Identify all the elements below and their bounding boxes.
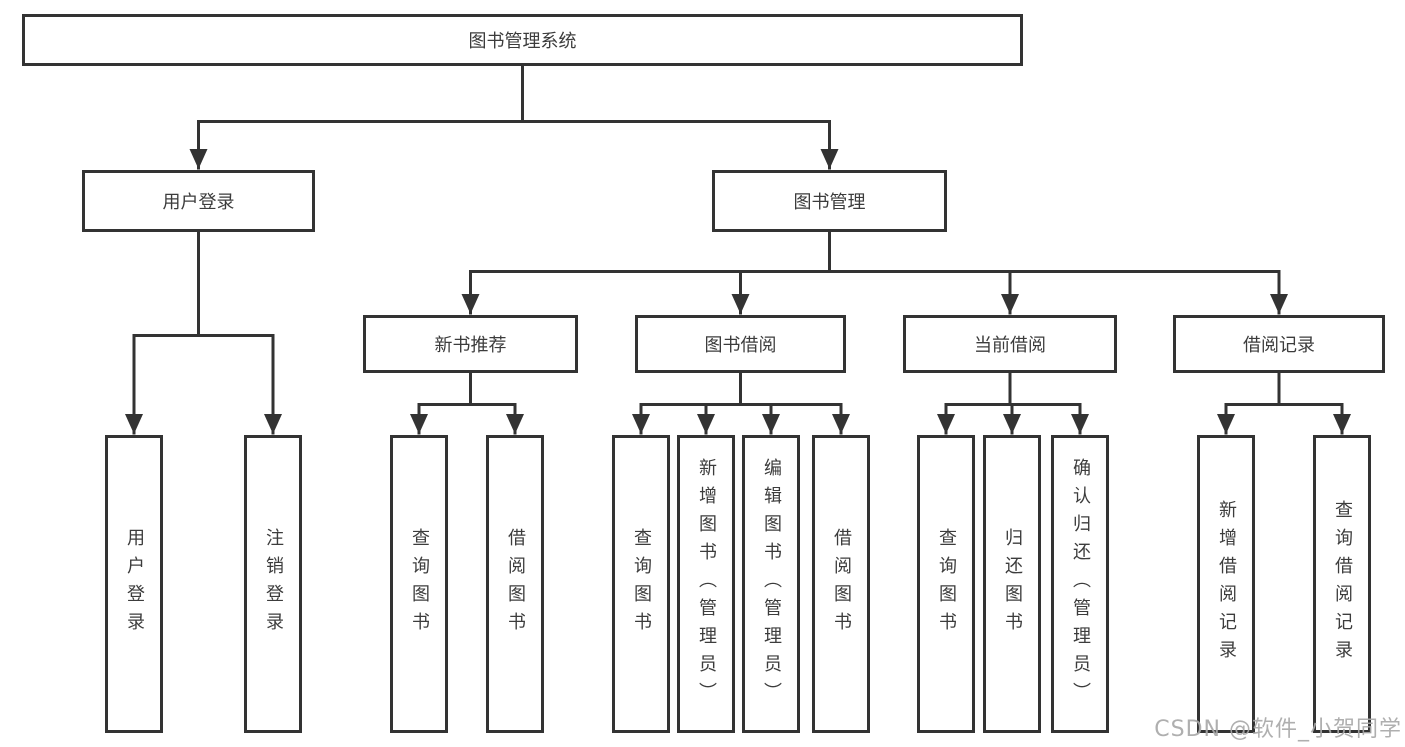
node-label: 归还图书: [1002, 528, 1023, 640]
node-new-book-recommendation: 新书推荐: [363, 315, 578, 373]
leaf-query-books-2: 查询图书: [612, 435, 670, 733]
node-label: 图书管理: [793, 192, 866, 213]
node-book-borrowing: 图书借阅: [635, 315, 846, 373]
node-book-management: 图书管理: [712, 170, 947, 232]
node-label: 查询图书: [409, 528, 430, 640]
node-label: 查询图书: [936, 528, 957, 640]
node-label: 查询图书: [631, 528, 652, 640]
node-label: 借阅记录: [1243, 335, 1315, 356]
leaf-confirm-return-admin: 确认归还（管理员）: [1051, 435, 1109, 733]
node-label: 用户登录: [162, 192, 235, 213]
node-label: 注销登录: [263, 528, 284, 640]
node-label: 编辑图书（管理员）: [761, 458, 782, 710]
leaf-query-borrow-record: 查询借阅记录: [1313, 435, 1371, 733]
node-label: 确认归还（管理员）: [1070, 458, 1091, 710]
leaf-borrow-books-2: 借阅图书: [812, 435, 870, 733]
node-borrowing-records: 借阅记录: [1173, 315, 1385, 373]
leaf-user-login: 用户登录: [105, 435, 163, 733]
leaf-edit-books-admin: 编辑图书（管理员）: [742, 435, 800, 733]
node-label: 新增图书（管理员）: [696, 458, 717, 710]
leaf-borrow-books-1: 借阅图书: [486, 435, 544, 733]
node-current-borrowing: 当前借阅: [903, 315, 1117, 373]
node-label: 查询借阅记录: [1332, 500, 1353, 668]
leaf-add-books-admin: 新增图书（管理员）: [677, 435, 735, 733]
node-user-login: 用户登录: [82, 170, 315, 232]
leaf-add-borrow-record: 新增借阅记录: [1197, 435, 1255, 733]
node-label: 借阅图书: [831, 528, 852, 640]
node-label: 用户登录: [124, 528, 145, 640]
node-label: 借阅图书: [505, 528, 526, 640]
node-label: 当前借阅: [974, 335, 1046, 356]
node-label: 新增借阅记录: [1216, 500, 1237, 668]
node-label: 图书管理系统: [468, 31, 577, 52]
csdn-watermark: CSDN @软件_小贺同学: [1154, 717, 1402, 742]
node-label: 图书借阅: [704, 335, 777, 356]
node-label: 新书推荐: [434, 335, 507, 356]
node-root-book-management-system: 图书管理系统: [22, 14, 1023, 66]
leaf-query-books-3: 查询图书: [917, 435, 975, 733]
leaf-return-books: 归还图书: [983, 435, 1041, 733]
leaf-query-books-1: 查询图书: [390, 435, 448, 733]
leaf-logout: 注销登录: [244, 435, 302, 733]
